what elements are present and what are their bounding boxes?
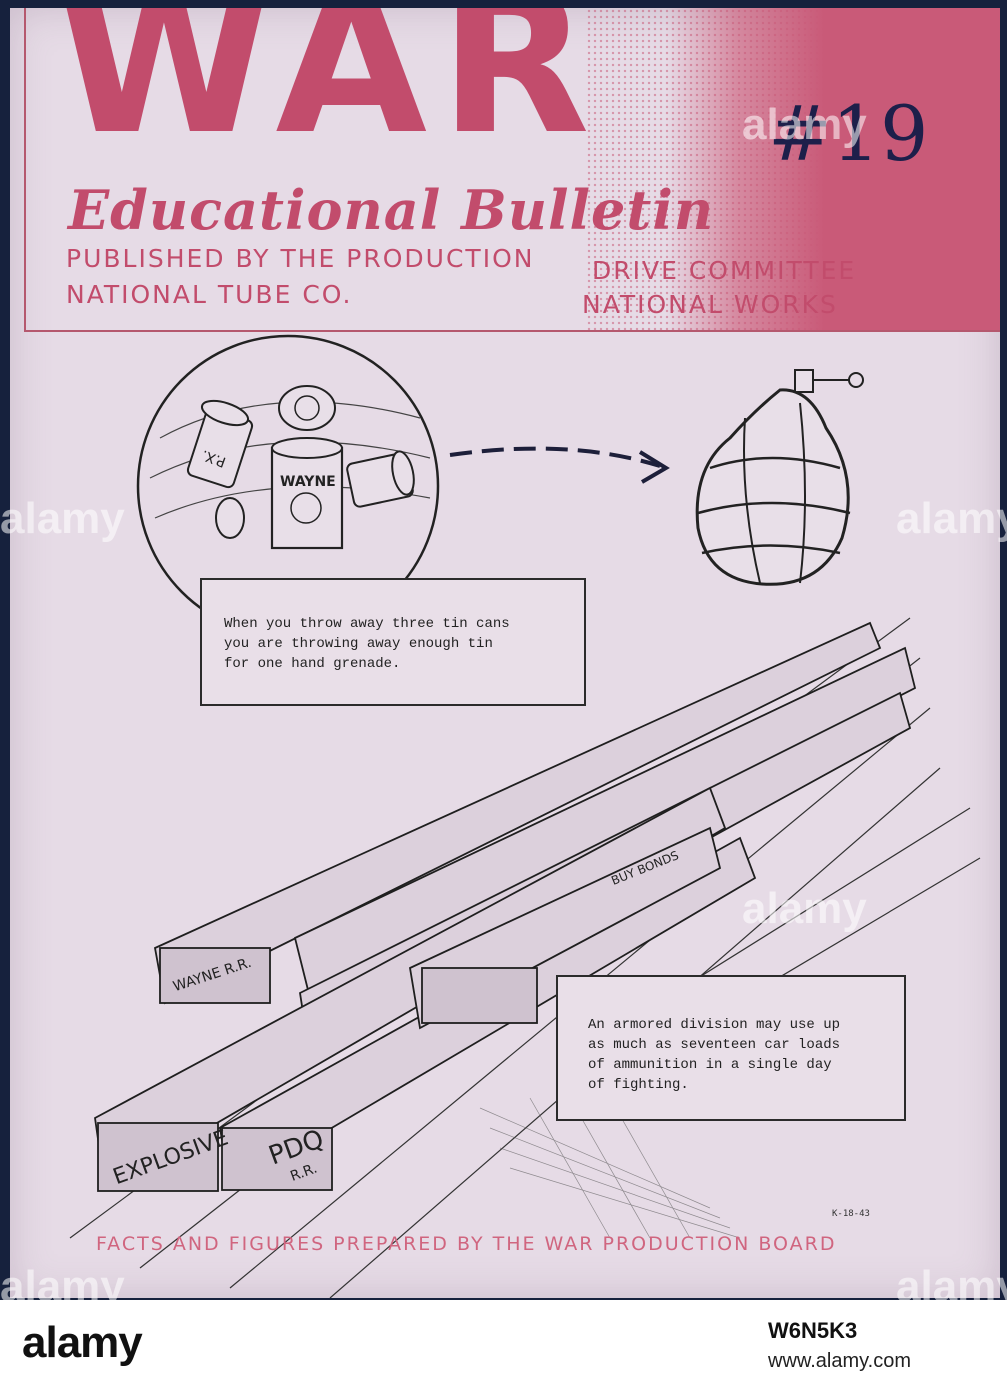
can-label-wayne: WAYNE [280, 474, 336, 490]
image-id: W6N5K3 [768, 1318, 858, 1343]
bulletin-poster: WAR #19 Educational Bulletin PUBLISHED B… [10, 8, 1000, 1298]
header-spray-texture [586, 8, 826, 330]
hand-grenade-illustration [695, 369, 864, 586]
publisher-line-1-right: DRIVE COMMITTEE [592, 256, 857, 285]
bulletin-subtitle: Educational Bulletin [68, 178, 715, 242]
caption-line: of ammunition in a single day [588, 1057, 832, 1073]
caption-line: An armored division may use up [588, 1017, 841, 1033]
armored-division-caption-box: An armored division may use up as much a… [556, 975, 906, 1121]
can-label-px: P.X. [199, 446, 228, 470]
watermark-top: alamy [742, 100, 867, 149]
publisher-line-2-right: NATIONAL WORKS [582, 290, 838, 319]
caption-line: you are throwing away enough tin [224, 636, 493, 652]
bulletin-header: WAR #19 Educational Bulletin PUBLISHED B… [24, 8, 1000, 332]
watermark-middle: alamy [742, 884, 867, 933]
caption-line: of fighting. [588, 1077, 689, 1093]
issue-number: #19 [768, 89, 929, 178]
tin-can-center: WAYNE [270, 385, 344, 550]
freight-train-yard-illustration: WAYNE R.R. EXPLOSIVE PDQ R.R. BUY BONDS [69, 617, 981, 1298]
stock-photo-info: W6N5K3 www.alamy.com [768, 1318, 911, 1373]
stock-url[interactable]: www.alamy.com [768, 1350, 911, 1372]
artist-signature: K-18-43 [832, 1209, 870, 1219]
can-lid [215, 497, 245, 539]
war-title: WAR [56, 8, 603, 178]
caption-line: as much as seventeen car loads [588, 1037, 841, 1053]
caption-line: for one hand grenade. [224, 656, 401, 672]
tin-can-left: P.X. [186, 399, 254, 489]
dashed-arrow [449, 446, 670, 484]
tin-cans-caption-box: When you throw away three tin cans you a… [200, 578, 586, 706]
caption-line: When you throw away three tin cans [224, 616, 510, 632]
publisher-line-2-left: NATIONAL TUBE CO. [66, 280, 353, 309]
illustration-canvas: P.X. WAYNE [69, 334, 981, 1298]
publisher-line-1-left: PUBLISHED BY THE PRODUCTION [66, 244, 535, 273]
alamy-logo: alamy [22, 1318, 143, 1367]
stock-photo-bar: alamy W6N5K3 www.alamy.com [0, 1300, 1007, 1390]
tin-can-right [346, 450, 415, 508]
footer-credit: FACTS AND FIGURES PREPARED BY THE WAR PR… [96, 1233, 837, 1255]
watermark-right: alamy [896, 494, 1007, 543]
watermark-left: alamy [0, 494, 125, 543]
